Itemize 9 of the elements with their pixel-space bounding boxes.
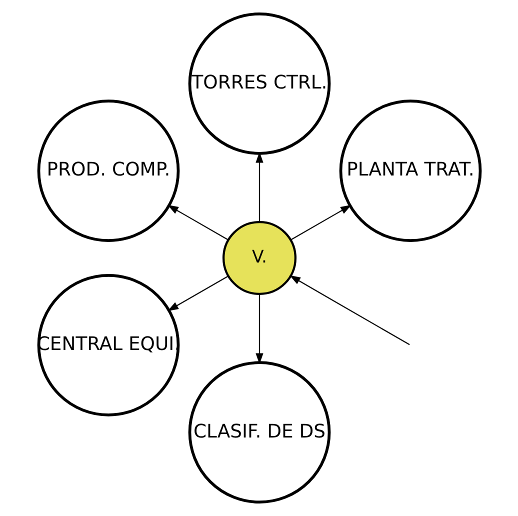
arrow	[255, 294, 263, 364]
node-circle: CLASIF. DE DS	[188, 361, 330, 504]
arrow	[290, 204, 351, 240]
arrow	[167, 276, 228, 312]
node-circle: V.	[222, 220, 296, 296]
arrow	[167, 204, 228, 240]
node-circle: TORRES CTRL.	[188, 12, 330, 155]
arrow	[255, 152, 263, 222]
arrow	[289, 275, 410, 346]
